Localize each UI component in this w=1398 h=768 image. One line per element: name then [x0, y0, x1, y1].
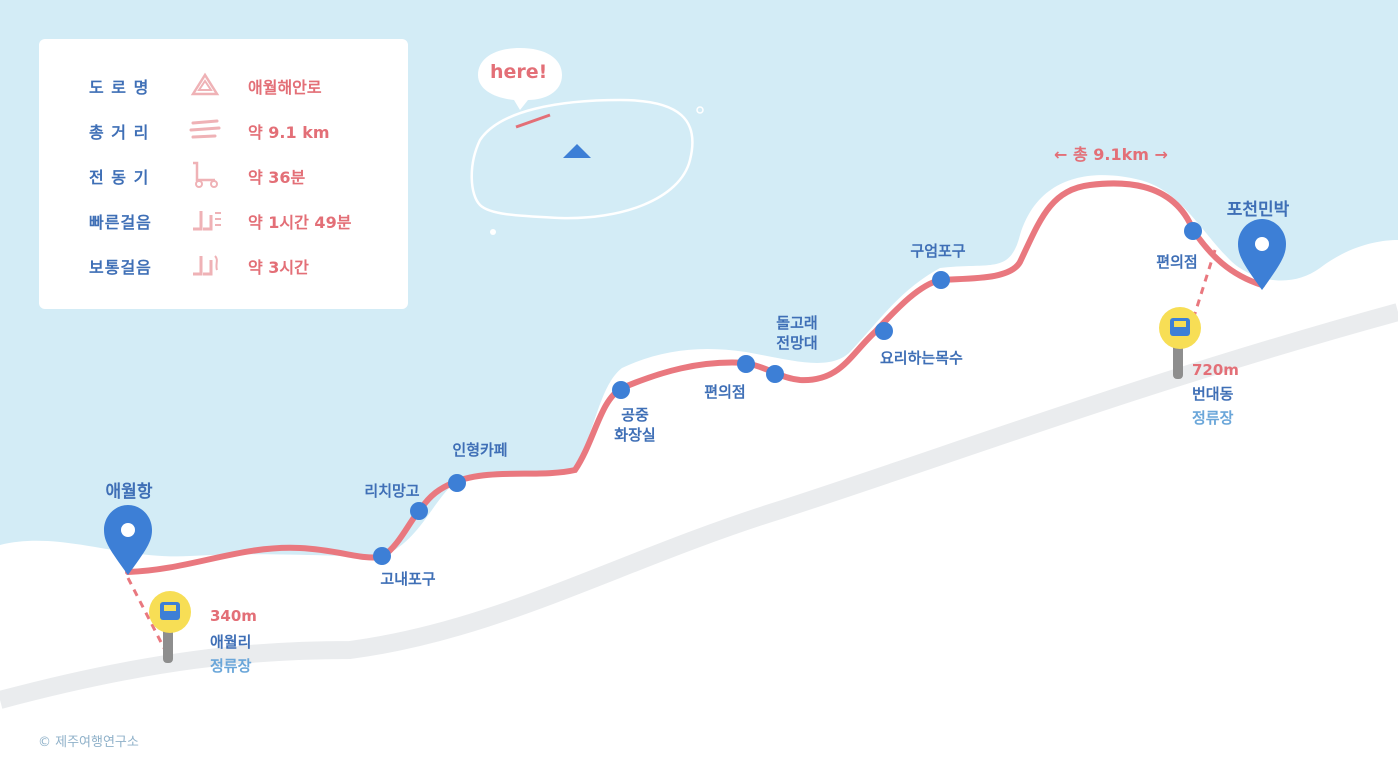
bus-stop-name: 번대동: [1192, 385, 1234, 403]
legend-label: 총 거 리: [89, 123, 150, 142]
stop-marker-dolgorae: [766, 365, 784, 383]
main-road: [0, 303, 1398, 709]
stop-label-dolgorae: 돌고래 전망대: [776, 314, 818, 352]
legend-value: 약 9.1 km: [248, 123, 330, 142]
bus-stop-suffix: 정류장: [210, 657, 252, 675]
stop-label-gueom: 구엄포구: [910, 242, 966, 260]
legend-card: 도 로 명 애월해안로 총 거 리 약 9.1 km 전 동 기 약 36분 빠…: [39, 39, 408, 309]
inset-route-mark: [515, 113, 551, 129]
copyright: © 제주여행연구소: [38, 735, 139, 750]
legend-row: 총 거 리 약 9.1 km: [39, 114, 408, 144]
bus-stop-icon: [1159, 307, 1201, 379]
stop-marker-rich: [410, 502, 428, 520]
stop-marker-toilet: [612, 381, 630, 399]
start-pin-icon: [104, 505, 152, 575]
hallasan-icon: [563, 144, 591, 158]
road-icon: [190, 72, 220, 96]
end-pin-icon: [1238, 219, 1286, 290]
stop-label-rich: 리치망고: [364, 482, 420, 500]
legend-value: 애월해안로: [248, 78, 322, 97]
stop-label-gonae: 고내포구: [380, 570, 436, 588]
bus-distance: 720m: [1192, 361, 1239, 379]
stop-marker-inhyeong: [448, 474, 466, 492]
legend-value: 약 36분: [248, 168, 306, 187]
bus-connector-1: [126, 577, 167, 651]
end-label: 포천민박: [1226, 200, 1290, 220]
distance-icon: [189, 119, 221, 139]
stop-marker-conv2: [1184, 222, 1202, 240]
fast-walk-icon: [193, 211, 221, 231]
land: [0, 175, 1398, 768]
start-label: 애월항: [105, 482, 153, 502]
stop-label-conv2: 편의점: [1156, 253, 1198, 271]
bus-stop-name: 애월리: [210, 633, 252, 651]
legend-label: 보통걸음: [89, 258, 152, 277]
legend-label: 빠른걸음: [89, 213, 152, 232]
total-distance: ← 총 9.1km →: [1054, 145, 1168, 164]
stop-marker-gueom: [932, 271, 950, 289]
here-bubble: [478, 48, 562, 110]
stop-label-conv1: 편의점: [704, 383, 746, 401]
legend-row: 보통걸음 약 3시간: [39, 249, 408, 279]
here-label: here!: [490, 61, 548, 83]
legend-row: 빠른걸음 약 1시간 49분: [39, 204, 408, 234]
jeju-inset: [470, 48, 704, 235]
legend-row: 도 로 명 애월해안로: [39, 69, 408, 99]
bus-distance: 340m: [210, 607, 257, 625]
legend-value: 약 3시간: [248, 258, 309, 277]
stop-marker-conv1: [737, 355, 755, 373]
legend-label: 전 동 기: [89, 168, 150, 187]
legend-row: 전 동 기 약 36분: [39, 159, 408, 189]
normal-walk-icon: [193, 255, 218, 276]
stop-label-inhyeong: 인형카페: [452, 441, 508, 459]
bus-stop-icon: [149, 591, 191, 663]
stop-label-toilet: 공중 화장실: [614, 406, 656, 444]
bus-stop-suffix: 정류장: [1192, 409, 1234, 427]
stop-marker-gonae: [373, 547, 391, 565]
legend-label: 도 로 명: [89, 78, 150, 97]
legend-value: 약 1시간 49분: [248, 213, 352, 232]
stop-label-yori: 요리하는목수: [880, 349, 963, 367]
scooter-icon: [193, 161, 218, 188]
stop-markers: [373, 222, 1202, 565]
stop-marker-yori: [875, 322, 893, 340]
